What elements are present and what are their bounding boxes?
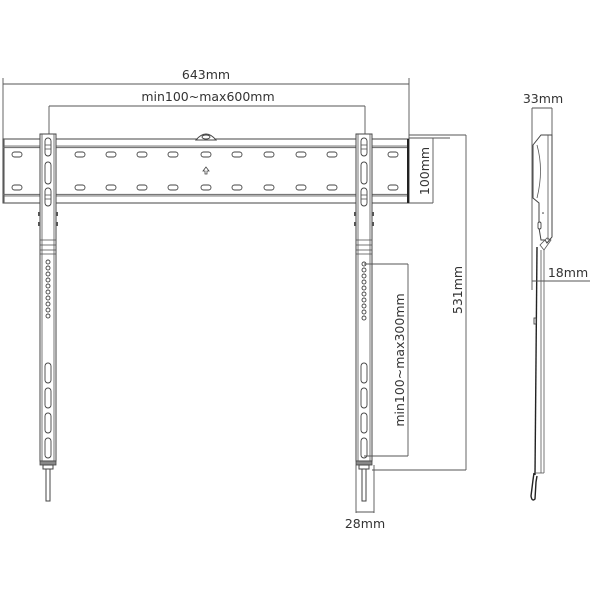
vesa-vertical-label: min100~max300mm [392, 293, 407, 426]
front-view: 643mm min100~max600mm [2, 67, 467, 531]
left-arm-long-slots [44, 362, 52, 459]
dimension-arm-width: 28mm [345, 465, 385, 531]
right-arm-round-holes [361, 261, 367, 321]
side-profile [530, 134, 553, 501]
total-height-label: 531mm [450, 266, 465, 314]
right-arm-long-slots [360, 362, 368, 459]
side-view: 33mm 18mm [523, 91, 590, 501]
dimension-total-width: 643mm [2, 67, 410, 200]
wall-plate-slots-bottom [11, 184, 399, 191]
vesa-horizontal-label: min100~max600mm [141, 89, 274, 104]
left-arm-round-holes [45, 259, 51, 319]
dimension-vesa-vertical: min100~max300mm [364, 263, 409, 457]
up-arrow-icon [202, 166, 210, 175]
right-arm [354, 133, 374, 502]
depth-max-label: 33mm [523, 91, 563, 106]
left-arm [38, 133, 58, 502]
plate-height-label: 100mm [417, 147, 432, 195]
wall-plate [2, 133, 410, 204]
wall-plate-slots-top [11, 151, 399, 158]
dimension-plate-height: 100mm [409, 137, 450, 204]
arm-width-label: 28mm [345, 516, 385, 531]
dimension-total-height: 531mm [372, 134, 467, 471]
dimension-vesa-horizontal: min100~max600mm [48, 89, 366, 135]
depth-min-label: 18mm [548, 265, 588, 280]
total-width-label: 643mm [182, 67, 230, 82]
dimension-depth-max: 33mm [523, 91, 563, 290]
dimension-depth-min: 18mm [532, 265, 590, 282]
